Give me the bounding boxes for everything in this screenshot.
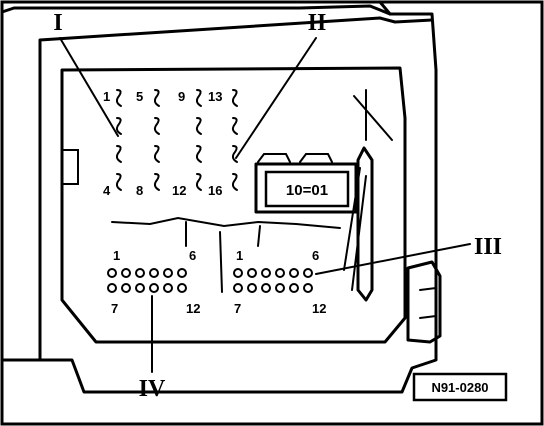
connector-right-pin-7: 7 bbox=[234, 301, 241, 316]
fuse-label-12: 12 bbox=[172, 183, 186, 198]
callout-iv: IV bbox=[139, 376, 166, 402]
housing-inner-edge bbox=[38, 16, 434, 362]
side-latch-inner bbox=[419, 287, 437, 319]
connector-left-pin-7: 7 bbox=[111, 301, 118, 316]
fuse-label-16: 16 bbox=[208, 183, 222, 198]
fuse-column-3 bbox=[195, 89, 202, 191]
separator-tick-2 bbox=[219, 231, 223, 293]
connector-left-pin-12: 12 bbox=[186, 301, 200, 316]
fuse-column-1 bbox=[115, 89, 122, 191]
connector-right bbox=[233, 268, 313, 293]
part-number: N91-0280 bbox=[431, 380, 488, 395]
relay-label-plate bbox=[264, 170, 350, 208]
connector-separator bbox=[111, 216, 341, 229]
cable-line-4 bbox=[353, 95, 393, 141]
housing-outline bbox=[0, 4, 438, 394]
connector-right-pin-1: 1 bbox=[236, 248, 243, 263]
connector-right-pin-6: 6 bbox=[312, 248, 319, 263]
fuse-column-2 bbox=[153, 89, 160, 191]
fuse-label-13: 13 bbox=[208, 89, 222, 104]
fuse-column-4 bbox=[231, 89, 238, 191]
panel-notch-left bbox=[61, 149, 79, 185]
relay-label: 10=01 bbox=[286, 182, 328, 199]
connector-left-row-top bbox=[107, 268, 187, 278]
fuse-label-4: 4 bbox=[103, 183, 111, 198]
connector-left-row-bottom bbox=[107, 283, 187, 293]
relay: 10=01 bbox=[254, 153, 358, 214]
callout-line-ii bbox=[235, 37, 317, 159]
separator-tick-3 bbox=[257, 225, 261, 247]
connector-left-pin-1: 1 bbox=[113, 248, 120, 263]
cable-line-2 bbox=[351, 175, 367, 291]
connector-right-pin-12: 12 bbox=[312, 301, 326, 316]
connector-left-pin-6: 6 bbox=[189, 248, 196, 263]
housing-top-rim bbox=[378, 0, 392, 16]
callout-i: I bbox=[53, 10, 62, 36]
callout-ii: II bbox=[308, 10, 327, 36]
side-latch bbox=[406, 260, 442, 344]
fuse-label-1: 1 bbox=[103, 89, 110, 104]
fuse-contacts bbox=[115, 89, 238, 191]
fuse-label-9: 9 bbox=[178, 89, 185, 104]
callout-iii: III bbox=[474, 234, 502, 260]
cable-tube bbox=[356, 146, 374, 302]
connector-right-row-bottom bbox=[233, 283, 313, 293]
main-panel bbox=[60, 66, 407, 344]
connector-right-row-top bbox=[233, 268, 313, 278]
fuse-label-8: 8 bbox=[136, 183, 143, 198]
callout-line-iii bbox=[315, 243, 471, 275]
callout-line-i bbox=[59, 37, 119, 137]
fuse-label-5: 5 bbox=[136, 89, 143, 104]
part-number-box bbox=[412, 372, 508, 402]
connector-left bbox=[107, 268, 187, 293]
